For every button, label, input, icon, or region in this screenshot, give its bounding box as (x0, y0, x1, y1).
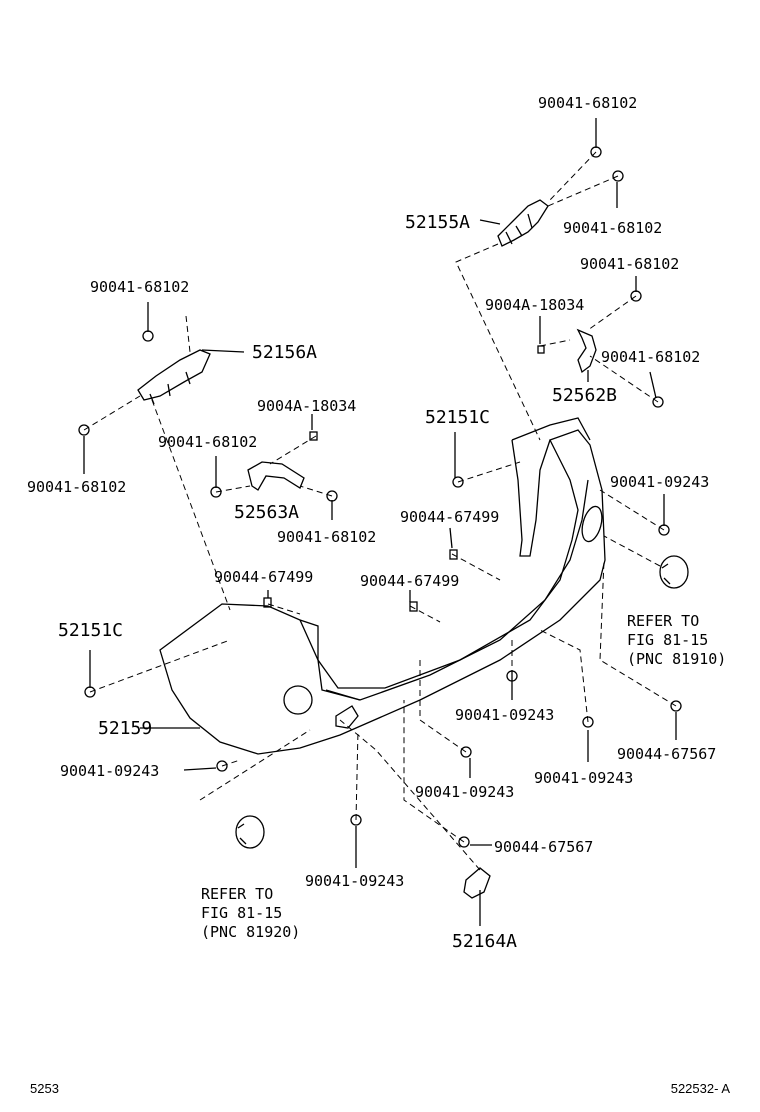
part-label: 90041-09243 (60, 762, 160, 780)
part-label: 90041-09243 (534, 769, 634, 787)
part-label: 90044-67567 (494, 838, 594, 856)
refer-note-right: REFER TO FIG 81-15 (PNC 81910) (627, 612, 727, 668)
bracket-52563A (247, 461, 305, 491)
part-label: 90041-68102 (563, 219, 663, 237)
part-label: 90041-09243 (415, 783, 515, 801)
figure-number: 5253 (30, 1081, 59, 1096)
part-label: 52155A (405, 212, 471, 233)
tow-hook-cover-52164A (463, 867, 491, 899)
refer-note-left: REFER TO FIG 81-15 (PNC 81920) (201, 885, 301, 941)
part-label: 90041-09243 (455, 706, 555, 724)
part-label: 90041-68102 (90, 278, 190, 296)
part-label: 90044-67499 (400, 508, 500, 526)
part-label: 52151C (425, 407, 491, 428)
part-label: 52151C (58, 620, 124, 641)
part-label: 90041-68102 (27, 478, 127, 496)
reflector-left (235, 815, 265, 849)
retainer-52155A (497, 199, 549, 247)
retainer-52156A (137, 349, 211, 401)
part-label: 90041-68102 (601, 348, 701, 366)
bumper-cover-52159 (159, 429, 606, 755)
part-label: 52563A (234, 502, 300, 523)
reflector-right (659, 555, 689, 589)
part-label: 9004A-18034 (485, 296, 585, 314)
illustration-id: 522532- A (670, 1081, 730, 1096)
part-label: 90041-09243 (610, 473, 710, 491)
part-label: 52164A (452, 931, 518, 952)
fasteners (78, 146, 682, 848)
part-label: 90041-68102 (538, 94, 638, 112)
part-label: 90044-67567 (617, 745, 717, 763)
bracket-52562B (576, 328, 597, 374)
part-label: 90041-09243 (305, 872, 405, 890)
part-label: 90041-68102 (580, 255, 680, 273)
part-label: 90041-68102 (158, 433, 258, 451)
part-label: 90041-68102 (277, 528, 377, 546)
part-label: 52159 (98, 718, 153, 739)
part-label: 52156A (252, 342, 318, 363)
part-label: 9004A-18034 (257, 397, 357, 415)
part-label: 90044-67499 (360, 572, 460, 590)
part-label: 90044-67499 (214, 568, 314, 586)
part-label: 52562B (552, 385, 618, 406)
